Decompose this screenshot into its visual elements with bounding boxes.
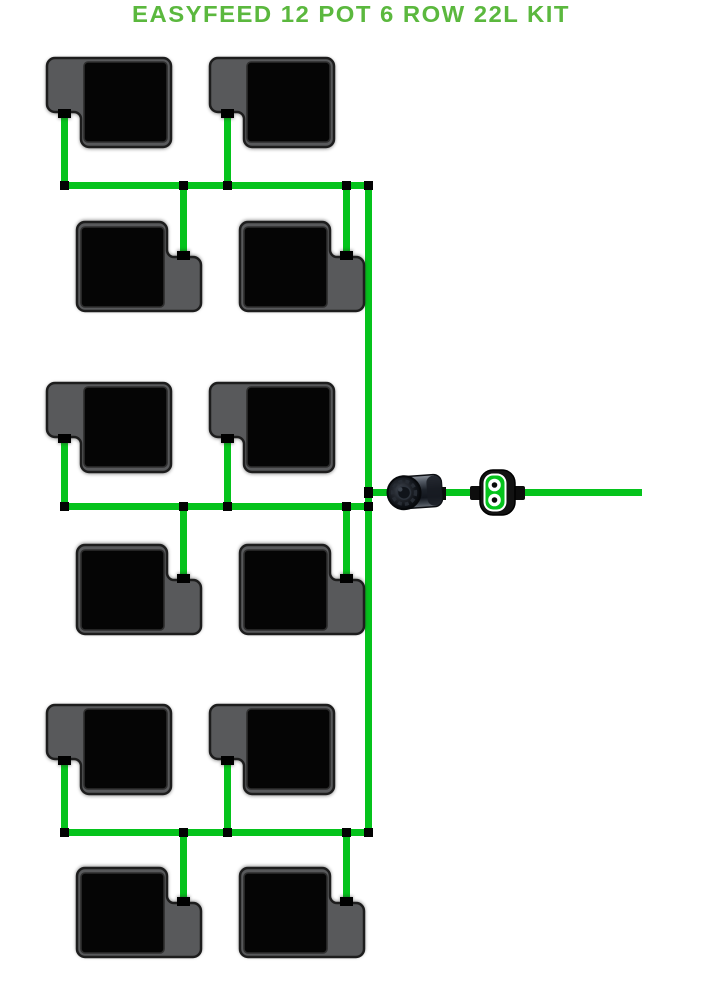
junction-r2-1 (60, 502, 69, 511)
junction-r2-3 (223, 502, 232, 511)
junction-r3-4 (342, 828, 351, 837)
junction-supply-tee (364, 487, 373, 498)
junction-r3-3 (223, 828, 232, 837)
tube-pot-2 (224, 105, 231, 189)
tube-pot-7 (180, 503, 187, 580)
tube-manifold-row-1-2 (61, 182, 372, 189)
tube-pot-6 (224, 430, 231, 510)
junction-r3-5 (364, 828, 373, 837)
tube-pot-3 (180, 182, 187, 258)
tube-pot-4 (343, 182, 350, 258)
tube-manifold-row-3-4 (61, 503, 372, 510)
junction-r2-4 (342, 502, 351, 511)
junction-layer (60, 181, 373, 837)
junction-r3-1 (60, 828, 69, 837)
tube-pot-9 (61, 755, 68, 836)
junction-r2-5 (364, 502, 373, 511)
junction-r1-2 (179, 181, 188, 190)
junction-r1-4 (342, 181, 351, 190)
junction-r1-3 (223, 181, 232, 190)
junction-r1-5 (364, 181, 373, 190)
tube-pot-12 (343, 829, 350, 903)
valve-outlet-bottom-hole (491, 497, 498, 503)
tube-manifold-row-5-6 (61, 829, 372, 836)
inline-pump-filter (386, 473, 446, 511)
dual-outlet-valve (470, 469, 525, 516)
tube-pot-10 (224, 755, 231, 836)
tube-pot-5 (61, 430, 68, 510)
junction-r2-2 (179, 502, 188, 511)
tube-pot-1 (61, 105, 68, 189)
tube-pot-11 (180, 829, 187, 903)
junction-r1-1 (60, 181, 69, 190)
pump-cap-highlight (398, 487, 403, 492)
valve-outlet-top-hole (491, 482, 498, 488)
junction-r3-2 (179, 828, 188, 837)
pump-body-end (426, 475, 443, 506)
diagram-title: EASYFEED 12 POT 6 ROW 22L KIT (132, 1, 570, 27)
pump-cap-ridges (390, 479, 418, 506)
tube-pot-8 (343, 503, 350, 580)
